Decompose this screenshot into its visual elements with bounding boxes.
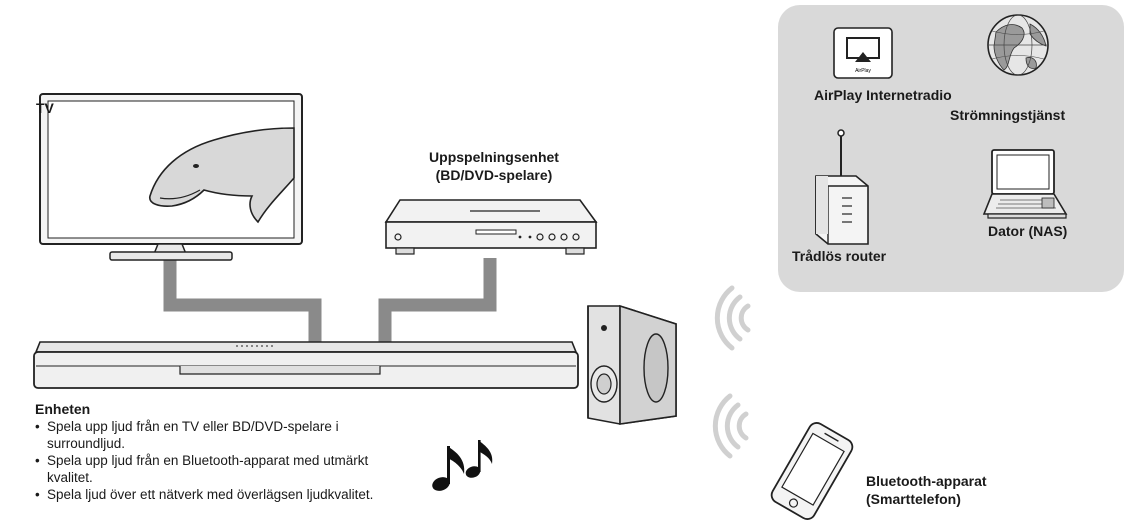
music-notes-icon — [432, 440, 493, 491]
feature-item: Spela ljud över ett nätverk med överlägs… — [35, 486, 380, 503]
playback-device-label-line1: Uppspelningsenhet — [429, 149, 559, 165]
smartphone-icon — [770, 422, 854, 520]
bluetooth-device-label-line1: Bluetooth-apparat — [866, 473, 987, 489]
wireless-waves-icon — [714, 285, 751, 351]
airplay-icon-text: AirPlay — [855, 68, 871, 74]
wireless-router-label: Trådlös router — [792, 248, 887, 264]
tv-cable — [163, 258, 322, 343]
subwoofer-icon — [587, 304, 677, 425]
laptop-icon — [982, 149, 1068, 219]
globe-icon — [987, 14, 1049, 76]
bluetooth-device-label-line2: (Smarttelefon) — [866, 491, 961, 507]
features-title: Enheten — [35, 401, 91, 417]
bd-dvd-player-icon — [384, 199, 598, 255]
cables — [163, 258, 497, 343]
wireless-waves-icon — [712, 393, 749, 459]
playback-device-label: Uppspelningsenhet (BD/DVD-spelare) — [414, 148, 574, 184]
player-cable — [378, 258, 497, 343]
computer-nas-label: Dator (NAS) — [988, 223, 1068, 239]
features-list: Spela upp ljud från en TV eller BD/DVD-s… — [35, 418, 380, 503]
feature-item: Spela upp ljud från en TV eller BD/DVD-s… — [35, 418, 380, 452]
streaming-service-label: Strömningstjänst — [950, 107, 1066, 123]
feature-item: Spela upp ljud från en Bluetooth-apparat… — [35, 452, 380, 486]
wireless-router-icon — [815, 129, 869, 245]
tv-icon — [39, 93, 303, 261]
airplay-internetradio-label: AirPlay Internetradio — [814, 87, 952, 103]
dolphin-image — [149, 127, 295, 224]
playback-device-label-line2: (BD/DVD-spelare) — [435, 167, 553, 183]
bluetooth-device-label: Bluetooth-apparat (Smarttelefon) — [866, 472, 987, 508]
airplay-icon: AirPlay — [833, 27, 893, 79]
soundbar-icon — [33, 341, 579, 389]
tv-label: TV — [36, 100, 54, 116]
